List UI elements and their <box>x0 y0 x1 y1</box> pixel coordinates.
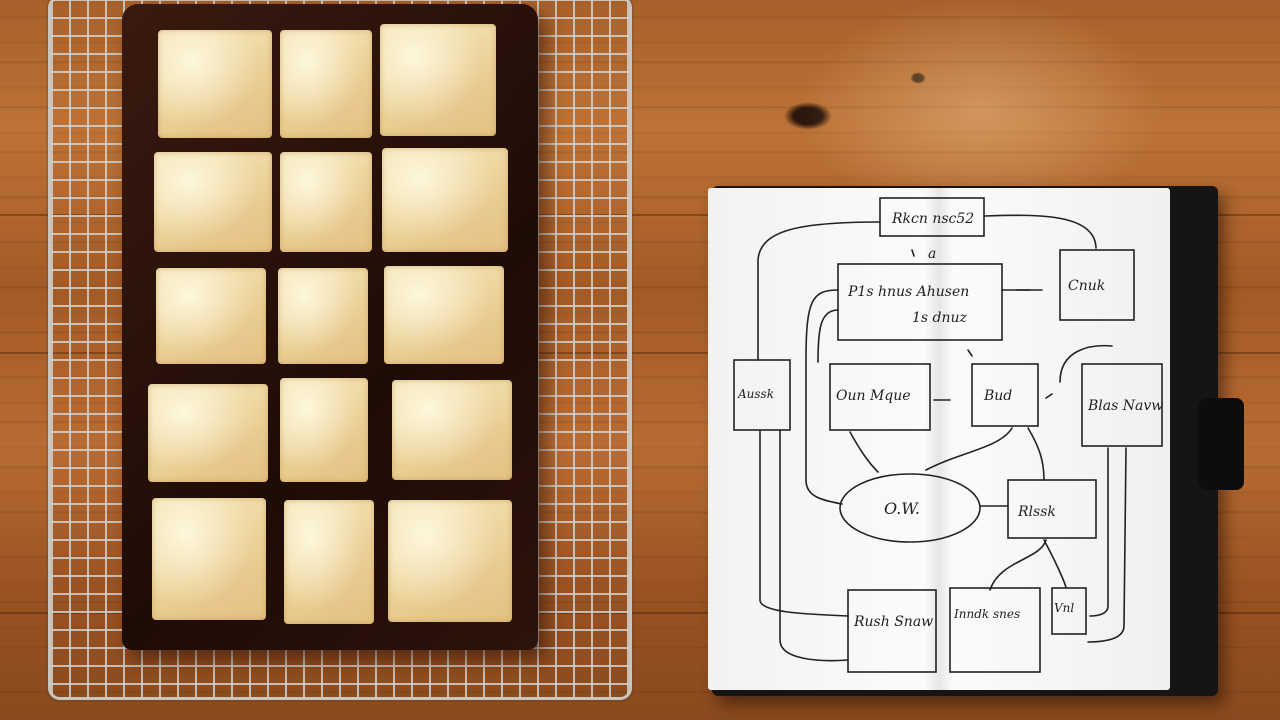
cake-square <box>280 152 372 252</box>
left-small-box-label: Aussk <box>737 387 774 401</box>
cake-square <box>148 384 268 482</box>
middle-box-label: Oun Mque <box>836 388 911 404</box>
main-box-label-2: 1s dnuz <box>912 310 968 326</box>
cake-square <box>382 148 508 252</box>
cake-square <box>156 268 266 364</box>
notebook-elastic-band <box>1198 398 1244 490</box>
small-box-label: Bud <box>983 388 1012 404</box>
plank-seam <box>0 612 1280 614</box>
plank-seam <box>0 352 1280 354</box>
bottom-mid-box-label: Inndk snes <box>953 607 1020 621</box>
cake-square <box>280 30 372 138</box>
cake-square <box>380 24 496 136</box>
main-box-label: P1s hnus Ahusen <box>847 284 969 300</box>
bottom-right-box-label: Rlssk <box>1017 504 1056 520</box>
cake-square <box>154 152 272 252</box>
bottom-left-box-label: Rush Snaw <box>853 614 933 630</box>
cake-square <box>392 380 512 480</box>
notebook-page <box>708 188 1170 690</box>
cake-square <box>284 500 374 624</box>
cake-square <box>152 498 266 620</box>
baking-pan <box>122 4 538 650</box>
ellipse-label: O.W. <box>884 499 920 518</box>
cake-square <box>384 266 504 364</box>
cake-square <box>158 30 272 138</box>
right-mid-box-label: Blas Navw <box>1087 398 1163 414</box>
cake-square <box>388 500 512 622</box>
cake-square <box>278 268 368 364</box>
top-box-label: Rkcn nsc52 <box>891 211 974 227</box>
top-arrow-mark: a <box>928 246 936 262</box>
cake-square <box>280 378 368 482</box>
right-top-box-label: Cnuk <box>1068 278 1105 294</box>
bottom-small-box-label: Vnl <box>1054 601 1074 615</box>
plank-seam <box>0 214 1280 216</box>
